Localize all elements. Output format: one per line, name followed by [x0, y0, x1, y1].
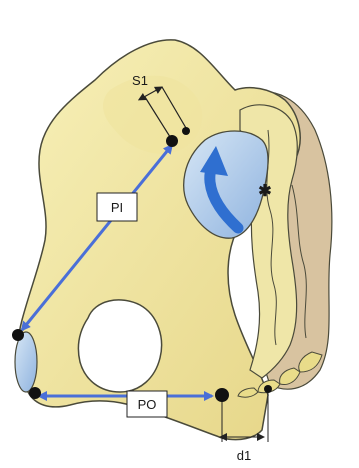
po-label: PO — [138, 397, 157, 412]
d1-label: d1 — [237, 448, 251, 463]
point-pubis-lower — [29, 387, 41, 399]
point-coccyx-tip — [215, 388, 229, 402]
pubic-symphysis — [15, 332, 37, 392]
point-sacrum-tip — [264, 385, 272, 393]
star-marker: ✱ — [258, 183, 271, 200]
pi-label: PI — [111, 200, 123, 215]
point-pubis-upper — [12, 329, 24, 341]
point-s1-posterior — [182, 127, 190, 135]
point-s1-anterior — [166, 135, 178, 147]
obturator-foramen — [78, 300, 161, 392]
s1-label: S1 — [132, 73, 148, 88]
